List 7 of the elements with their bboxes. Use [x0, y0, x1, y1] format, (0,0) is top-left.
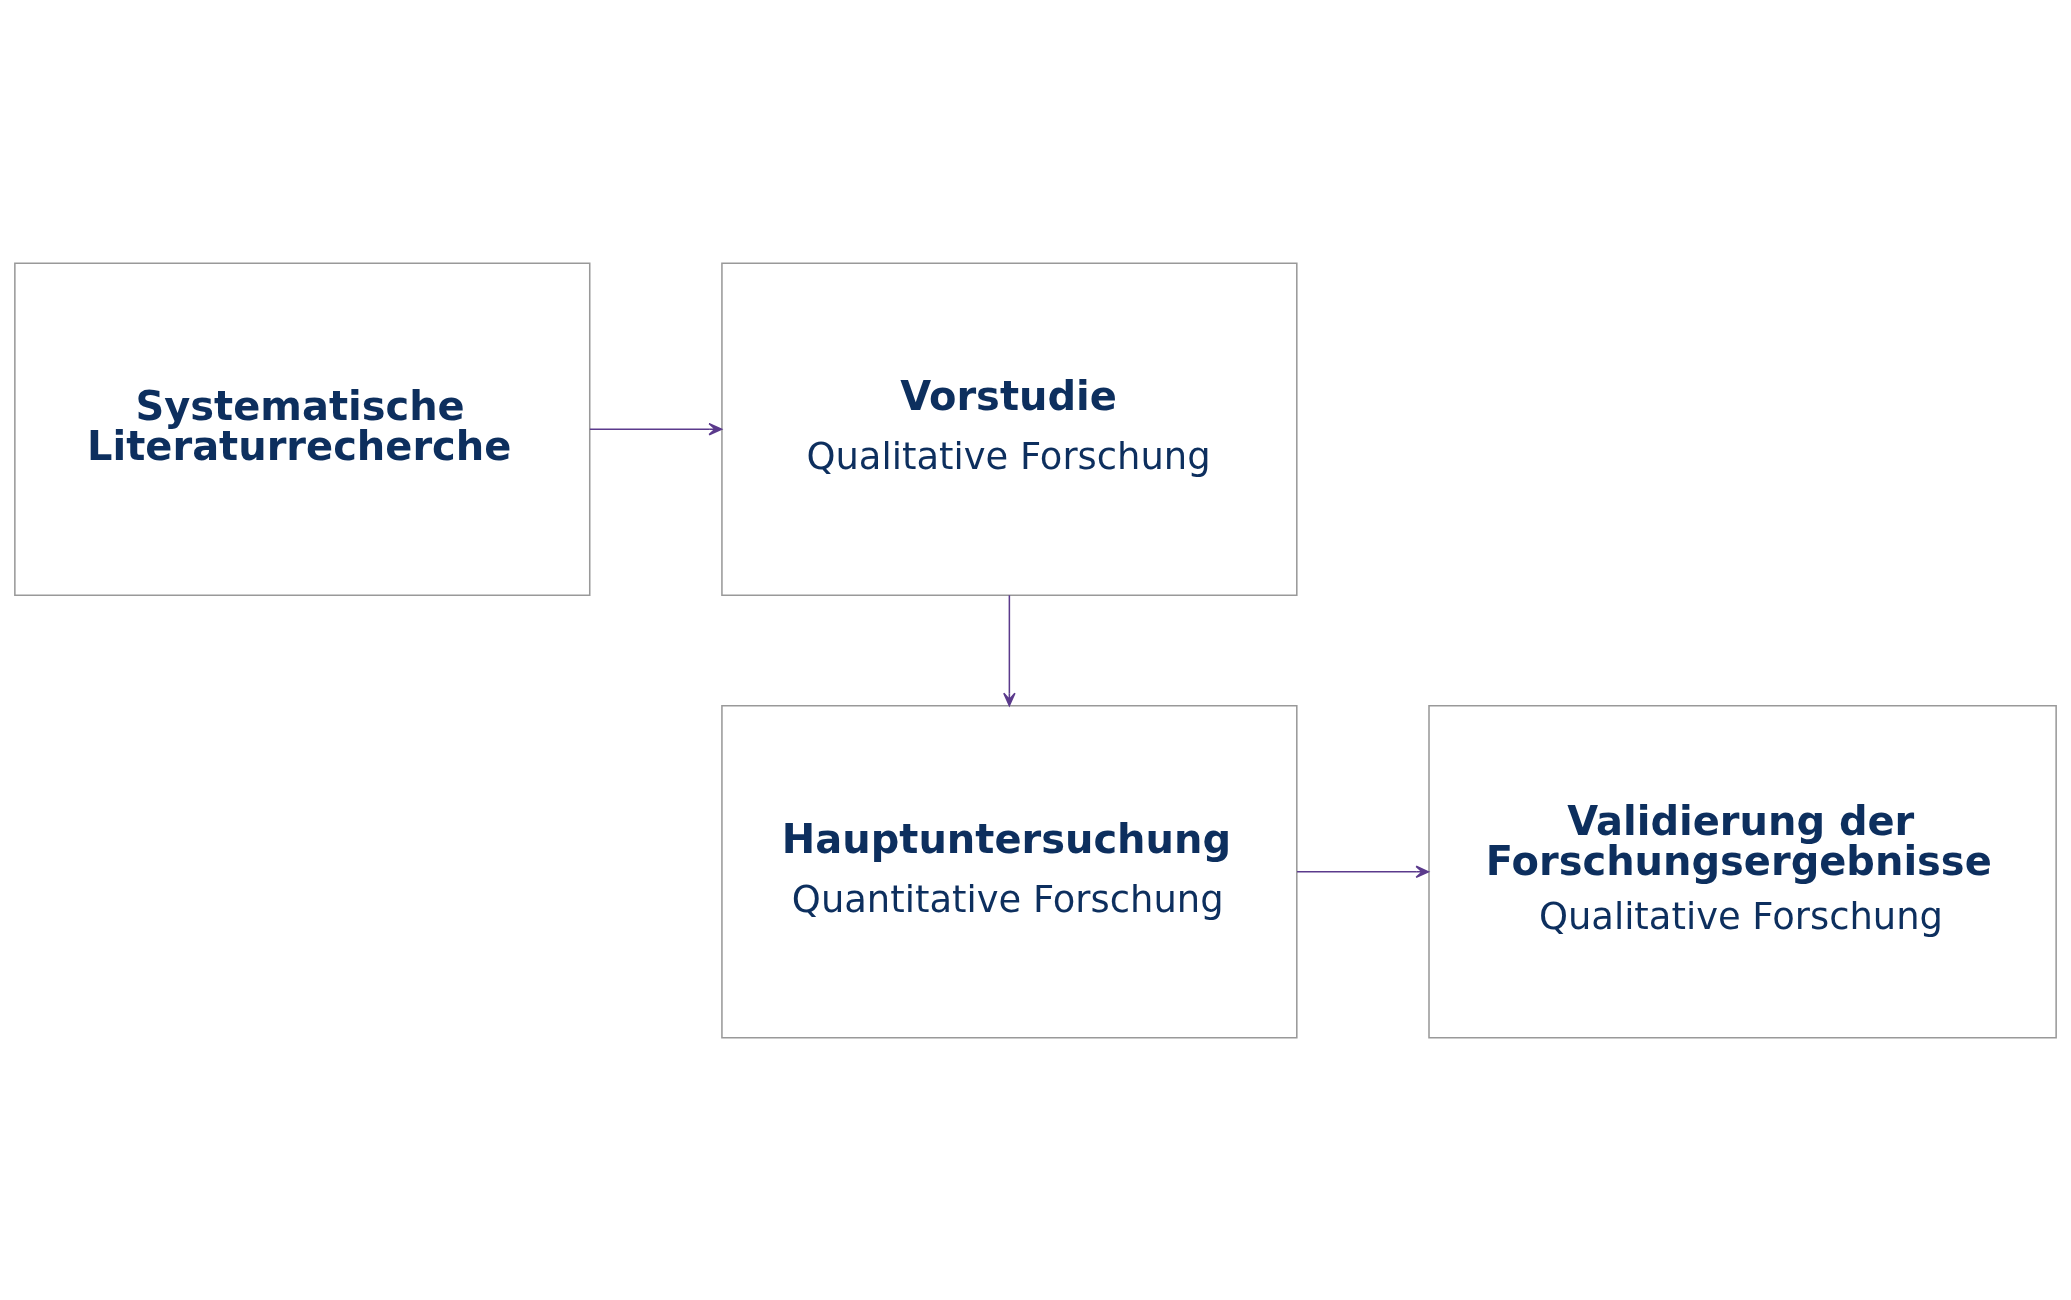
arrow: [1296, 865, 1430, 878]
node-box: Systematische Literaturrecherche: [14, 261, 591, 596]
arrow: [589, 422, 723, 435]
node-box: Vorstudie Qualitative Forschung: [721, 261, 1298, 596]
arrow: [1003, 594, 1016, 706]
node-box: Validierung der Forschungsergebnisse Qualitative Forschung: [1428, 704, 2057, 1039]
node-box: Hauptuntersuchung Quantitative Forschung: [721, 704, 1298, 1039]
